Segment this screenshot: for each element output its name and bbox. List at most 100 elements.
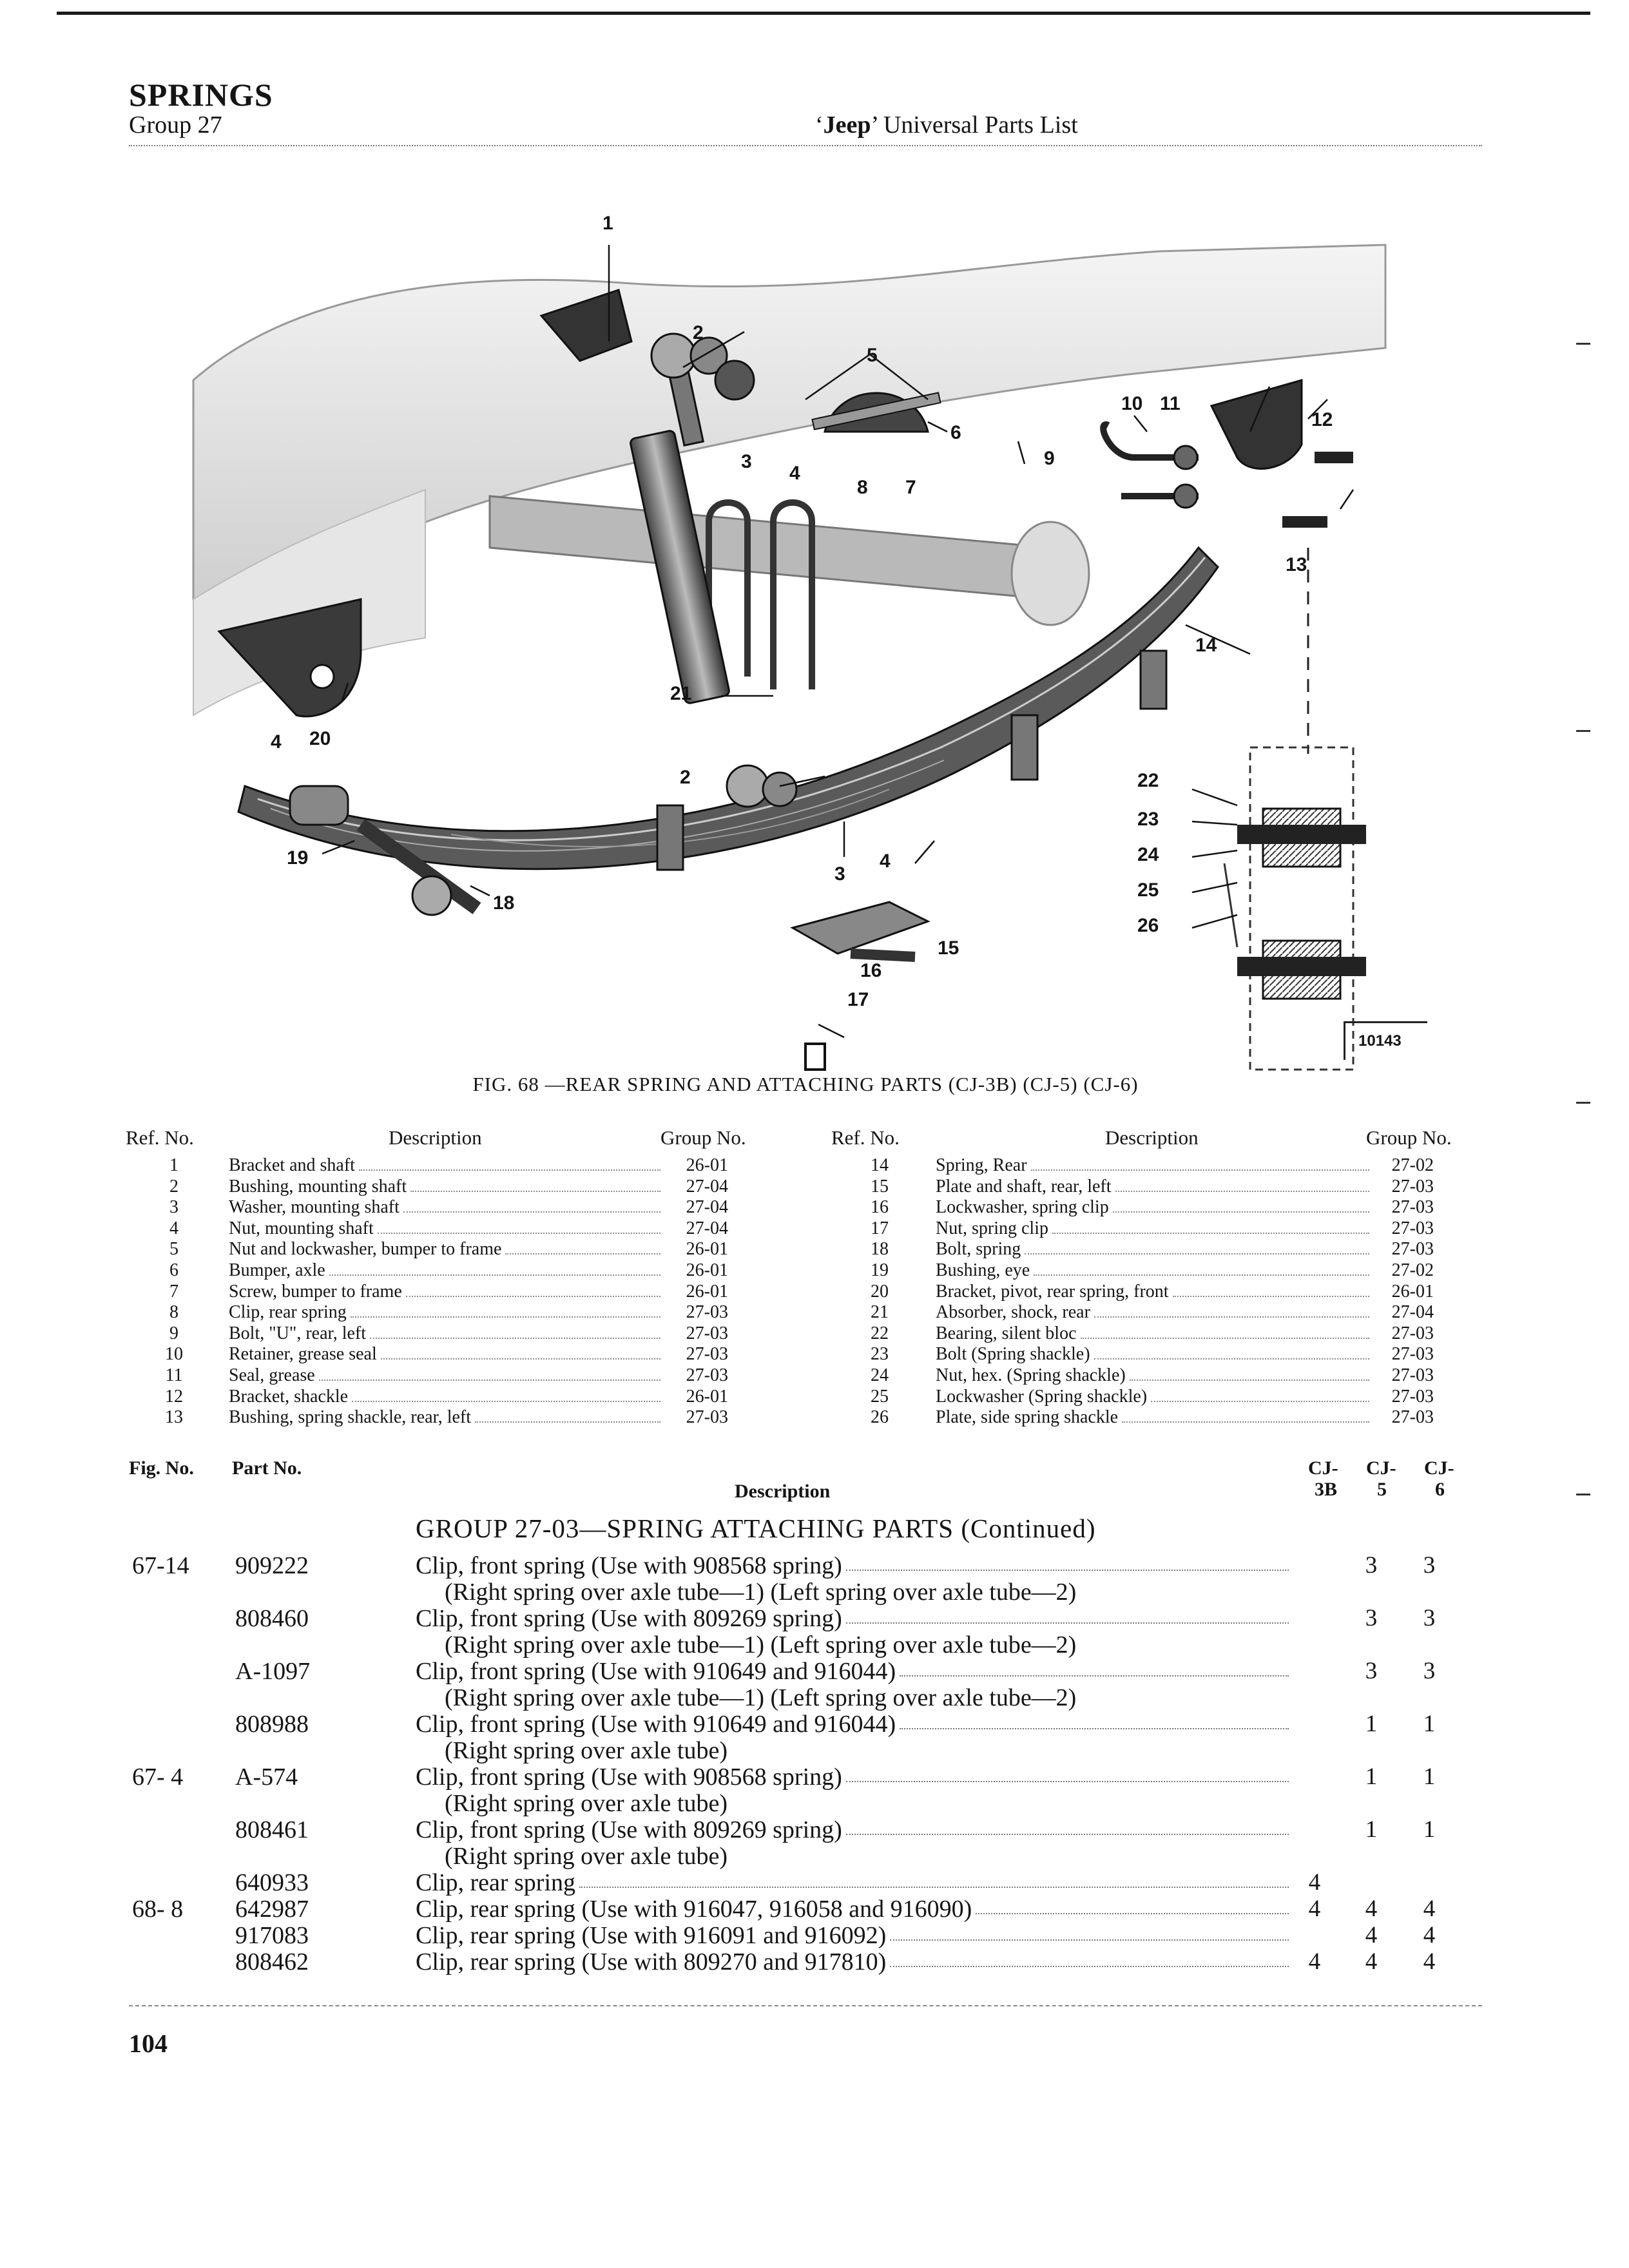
leader-dots [352,1387,660,1402]
ref-number: 25 [871,1386,889,1407]
ref-group-number: 26-01 [686,1239,728,1260]
reference-table: Ref. No. Description Group No. Ref. No. … [126,1126,1492,1442]
ref-description: Bearing, silent bloc [936,1323,1077,1343]
ref-group-number: 27-03 [686,1344,728,1365]
section-title: SPRINGS [129,77,273,113]
part-row: 808460 Clip, front spring (Use with 80926… [0,1604,1629,1632]
ref-group-number: 27-03 [1391,1407,1434,1428]
leader-dots [1025,1239,1369,1255]
ref-row: 5 Nut and lockwasher, bumper to frame 26-0… [126,1239,1492,1260]
ref-group-number: 26-01 [686,1386,728,1407]
leader-dots [579,1869,1289,1888]
ref-group-number: 27-04 [1391,1302,1434,1323]
spring-bolt [356,819,481,914]
ref-description: Bushing, mounting shaft [229,1176,407,1196]
leader-dots [329,1260,660,1276]
ref-group-number: 27-03 [686,1365,728,1385]
leader-dots [1130,1365,1369,1381]
ref-group-number: 27-03 [1391,1344,1434,1365]
part-description: Clip, rear spring [416,1869,576,1896]
ref-description: Seal, grease [229,1365,315,1385]
running-header: ‘Jeep’ Universal Parts List [815,111,1078,139]
ref-number: 19 [871,1260,889,1280]
ref-number: 10 [165,1344,183,1365]
leader-dots [1122,1407,1369,1423]
cj6-header-top: CJ- [1424,1457,1454,1479]
part-number: 642987 [235,1896,309,1923]
fig-number: 67- 4 [132,1763,184,1791]
ref-row: 7 Screw, bumper to frame 26-01 [126,1282,1492,1303]
ref-group-number: 27-03 [1391,1176,1434,1196]
qty-cj6: 3 [1423,1552,1436,1579]
ref-number: 21 [871,1302,889,1323]
ref-number: 24 [871,1365,889,1385]
ref-description: Nut and lockwasher, bumper to frame [229,1239,502,1260]
ref-description: Plate, side spring shackle [936,1407,1119,1428]
part-description: Clip, front spring (Use with 908568 spri… [416,1763,842,1791]
ref-group-number: 26-01 [686,1260,728,1280]
ref-description: Spring, Rear [936,1155,1027,1175]
leaf-spring [237,546,1219,870]
ref-number: 7 [169,1281,178,1302]
part-description: Clip, rear spring (Use with 809270 and 9… [416,1948,887,1975]
ref-description: Screw, bumper to frame [229,1281,402,1302]
rear-spring-exploded-diagram [192,244,1387,1071]
leader-dots [351,1302,660,1318]
fig-no-header: Fig. No. [129,1457,194,1479]
qty-cj5: 4 [1365,1896,1378,1922]
cj5-header-bottom: 5 [1377,1479,1387,1500]
ref-description: Plate and shaft, rear, left [936,1176,1112,1196]
ref-row: 11 Seal, grease 27-03 [126,1365,1492,1387]
qty-cj5: 3 [1365,1658,1378,1684]
ref-description: Clip, rear spring [229,1302,347,1323]
parts-group-title: GROUP 27-03—SPRING ATTACHING PARTS (Cont… [416,1514,1096,1543]
cj3b-header-bottom: 3B [1315,1479,1338,1500]
qty-cj5: 1 [1365,1711,1378,1737]
ref-no-header-right: Ref. No. [831,1126,900,1149]
ref-group-number: 27-02 [1391,1155,1434,1175]
part-description: Clip, front spring (Use with 809269 spri… [416,1605,842,1632]
qty-cj5: 4 [1365,1948,1378,1975]
shock-absorber [630,332,798,808]
qty-cj6: 1 [1423,1816,1436,1843]
part-number: 808461 [235,1816,309,1843]
ref-description: Retainer, grease seal [229,1344,377,1365]
ref-number: 13 [165,1407,183,1428]
top-border-rule [57,12,1590,15]
ref-description: Bracket, shackle [229,1386,349,1407]
part-number: 640933 [235,1869,309,1896]
description-header: Description [389,1126,482,1149]
leader-dots [381,1344,660,1360]
figure-caption: FIG. 68 —REAR SPRING AND ATTACHING PARTS… [472,1073,1139,1095]
ref-group-number: 27-03 [686,1407,728,1428]
part-row: 640933 Clip, rear spring 4 [0,1869,1629,1896]
plate-and-shaft [790,901,930,955]
qty-cj5: 3 [1365,1605,1378,1631]
ref-number: 5 [169,1239,178,1260]
shackle-bracket [1210,379,1303,470]
part-note: (Right spring over axle tube) [445,1737,728,1764]
margin-tick [1576,730,1590,732]
part-number: 808460 [235,1605,309,1632]
description-header-right: Description [1105,1126,1199,1149]
ref-number: 11 [165,1365,183,1385]
part-number: 808462 [235,1948,309,1975]
ref-description: Bolt, "U", rear, left [229,1323,367,1343]
qty-cj6: 4 [1423,1922,1436,1948]
ref-group-number: 26-01 [686,1281,728,1302]
frame-rail [192,244,1387,601]
part-no-header: Part No. [232,1457,302,1479]
qty-cj3b: 4 [1308,1869,1321,1896]
